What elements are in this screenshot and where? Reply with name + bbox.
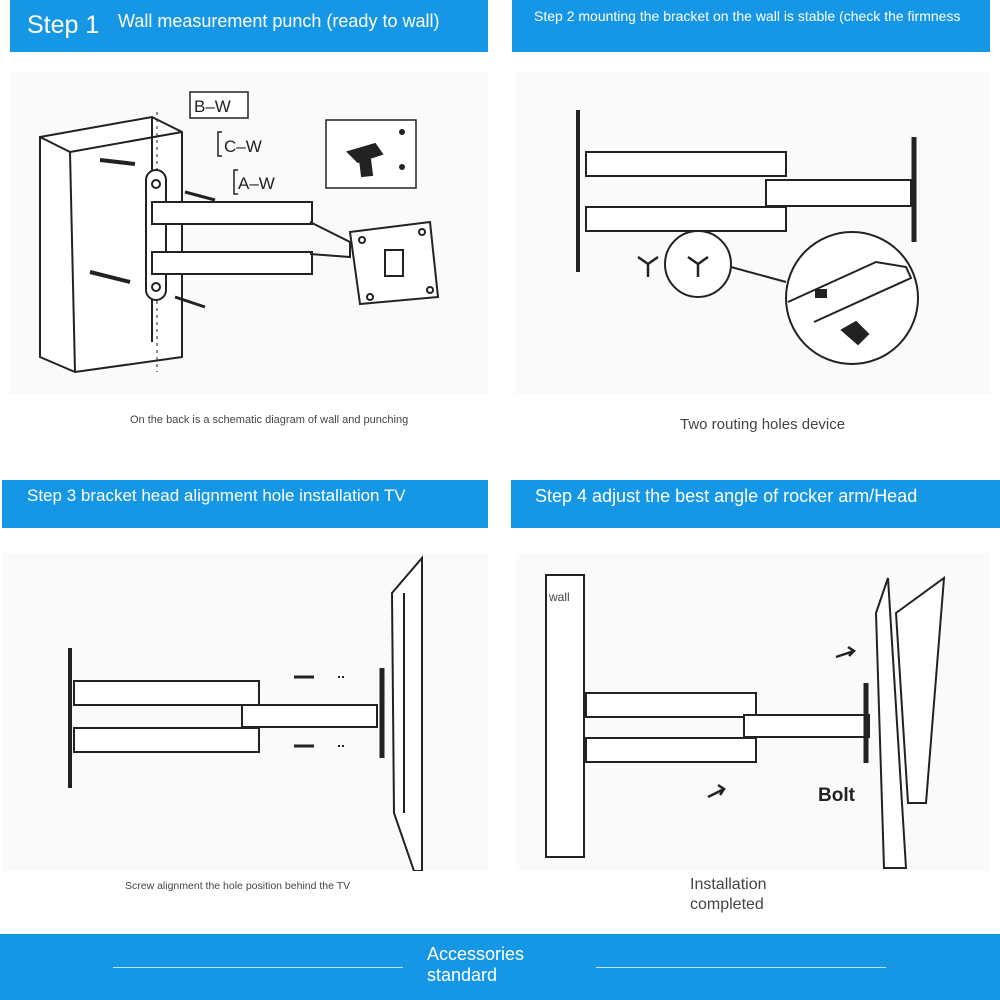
label-wb: B–W <box>194 97 231 116</box>
step-1-number: Step 1 <box>27 11 100 39</box>
bracket-mounted-diagram <box>576 110 919 365</box>
step-4-title: Step 4 adjust the best angle of rocker a… <box>535 486 918 506</box>
step-4-illustration: wall Bolt <box>516 553 990 871</box>
wall-drilling-diagram: B–W C–W A–W <box>39 91 440 374</box>
step-2-banner: Step 2 mounting the bracket on the wall … <box>512 0 990 52</box>
footer-title: Accessories standard <box>427 944 525 985</box>
step-1-title: Wall measurement punch (ready to wall) <box>118 11 440 31</box>
label-wc: C–W <box>224 137 262 156</box>
step-1-banner: Step 1 Wall measurement punch (ready to … <box>10 0 488 52</box>
step-3-banner: Step 3 bracket head alignment hole insta… <box>2 480 488 528</box>
step-1-illustration: B–W C–W A–W <box>10 72 488 394</box>
step-3-illustration <box>2 553 488 871</box>
step-2-caption: Two routing holes device <box>680 416 846 433</box>
step-4-caption: Installation completed <box>690 876 767 913</box>
step-2-title: Step 2 mounting the bracket on the wall … <box>534 8 961 24</box>
footer-divider-left <box>113 967 403 968</box>
footer-divider-right <box>596 967 886 968</box>
step-3-caption: Screw alignment the hole position behind… <box>125 880 351 892</box>
angle-adjust-diagram: wall Bolt <box>545 574 946 869</box>
accessories-footer: Accessories standard <box>0 934 1000 1000</box>
step-2-illustration <box>516 72 990 394</box>
label-wall: wall <box>548 590 570 604</box>
step-1-caption: On the back is a schematic diagram of wa… <box>130 414 409 426</box>
tv-alignment-diagram <box>68 555 423 871</box>
step-3-title: Step 3 bracket head alignment hole insta… <box>27 486 406 505</box>
label-wa: A–W <box>238 174 275 193</box>
label-bolt: Bolt <box>818 785 856 806</box>
step-4-banner: Step 4 adjust the best angle of rocker a… <box>511 480 1000 528</box>
